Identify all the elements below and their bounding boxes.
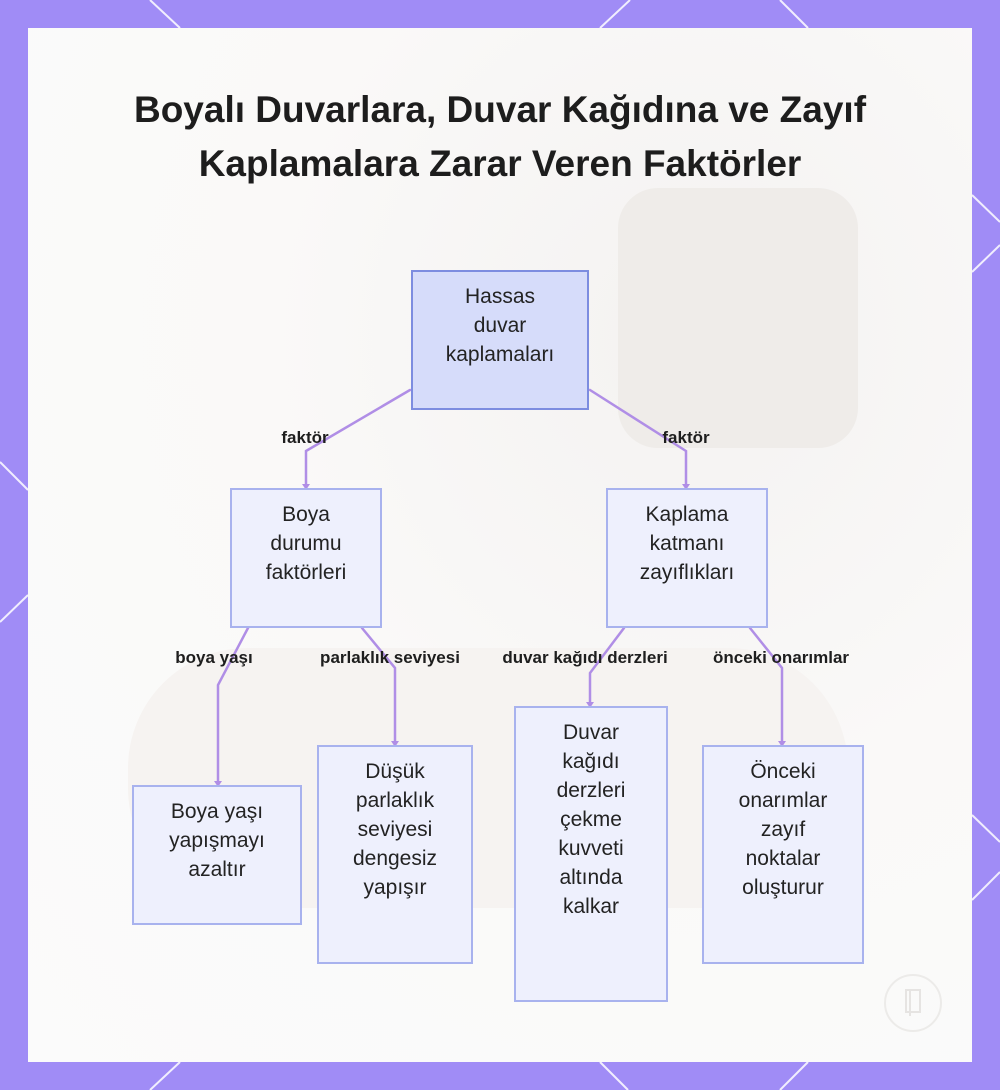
edge-label-onceki-onarimlar: önceki onarımlar <box>713 648 849 668</box>
node-label: Önceki onarımlar zayıf noktalar oluşturu… <box>739 757 828 902</box>
node-label: Kaplama katmanı zayıflıkları <box>640 500 735 587</box>
edge-label-boya-yasi: boya yaşı <box>175 648 253 668</box>
node-dusuk-parlaklik: Düşük parlaklık seviyesi dengesiz yapışı… <box>317 745 473 964</box>
diagram-panel: Boyalı Duvarlara, Duvar Kağıdına ve Zayı… <box>28 28 972 1062</box>
node-boya-yasi: Boya yaşı yapışmayı azaltır <box>132 785 302 925</box>
edge-repairs <box>750 628 782 745</box>
node-label: Hassas duvar kaplamaları <box>446 282 555 369</box>
node-duvar-kagidi-derzleri: Duvar kağıdı derzleri çekme kuvveti altı… <box>514 706 668 1002</box>
node-hassas-duvar-kaplamalari: Hassas duvar kaplamaları <box>411 270 589 410</box>
node-label: Duvar kağıdı derzleri çekme kuvveti altı… <box>557 718 626 921</box>
edge-label-duvar-kagidi-derzleri: duvar kağıdı derzleri <box>502 648 667 668</box>
node-label: Boya durumu faktörleri <box>266 500 347 587</box>
node-label: Boya yaşı yapışmayı azaltır <box>169 797 265 884</box>
edge-gloss <box>362 628 395 745</box>
watermark-logo-icon <box>884 974 942 1032</box>
edge-label-faktor-right: faktör <box>662 428 709 448</box>
edge-label-parlaklik-seviyesi: parlaklık seviyesi <box>320 648 460 668</box>
node-boya-durumu-faktorleri: Boya durumu faktörleri <box>230 488 382 628</box>
node-onceki-onarimlar: Önceki onarımlar zayıf noktalar oluşturu… <box>702 745 864 964</box>
edge-label-faktor-left: faktör <box>281 428 328 448</box>
node-kaplama-katmani-zayifliklari: Kaplama katmanı zayıflıkları <box>606 488 768 628</box>
node-label: Düşük parlaklık seviyesi dengesiz yapışı… <box>353 757 437 902</box>
